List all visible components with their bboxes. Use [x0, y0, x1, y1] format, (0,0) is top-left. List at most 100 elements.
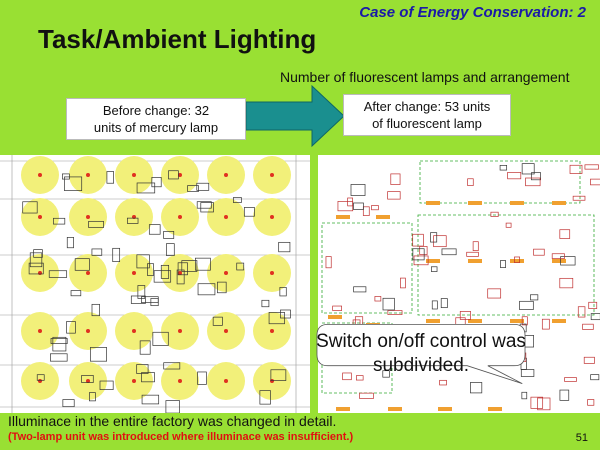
after-line-2: of fluorescent lamp: [372, 116, 482, 131]
machine-outline: [419, 246, 428, 255]
machine-outline: [431, 266, 438, 272]
machine-outline: [530, 294, 539, 301]
machine-outline: [505, 222, 512, 228]
machine-outline: [412, 248, 425, 261]
footer-note: Illuminace in the entire factory was cha…: [8, 413, 337, 429]
machine-outline: [280, 309, 291, 319]
machine-outline: [136, 364, 149, 374]
machine-outline: [350, 184, 366, 196]
callout-line-1: Switch on/off control was: [316, 331, 526, 352]
machine-outline: [181, 260, 198, 272]
machine-outline: [33, 249, 43, 258]
machine-outline: [29, 252, 43, 268]
fluorescent-lamp: [376, 215, 390, 219]
machine-outline: [559, 229, 571, 239]
machine-outline: [583, 356, 595, 364]
machine-outline: [371, 205, 379, 211]
machine-outline: [572, 195, 586, 201]
machine-outline: [88, 392, 96, 402]
machine-outline: [278, 241, 291, 253]
machine-outline: [519, 300, 534, 310]
mercury-lamp-center: [38, 379, 42, 383]
fluorescent-lamp: [468, 259, 482, 263]
machine-outline: [440, 298, 448, 309]
machine-outline: [584, 164, 599, 170]
machine-outline: [500, 260, 506, 268]
fluorescent-lamp: [510, 319, 524, 323]
machine-outline: [587, 399, 595, 406]
machine-outline: [490, 211, 499, 217]
machine-outline: [152, 331, 169, 346]
mercury-lamp-center: [178, 329, 182, 333]
machine-outline: [431, 300, 438, 310]
machine-outline: [126, 217, 139, 224]
machine-outline: [148, 224, 161, 235]
machine-outline: [530, 396, 544, 409]
machine-outline: [531, 172, 541, 181]
machine-outline: [470, 382, 483, 394]
machine-outline: [355, 375, 364, 381]
before-plan-drawing: [0, 155, 310, 414]
machine-outline: [533, 248, 545, 256]
machine-outline: [374, 296, 382, 302]
machine-outline: [136, 254, 150, 269]
mercury-lamp-center: [86, 215, 90, 219]
machine-outline: [337, 201, 354, 212]
fluorescent-lamp: [552, 259, 566, 263]
machine-outline: [541, 318, 550, 330]
machine-outline: [261, 299, 270, 308]
machine-outline: [359, 392, 374, 399]
fluorescent-lamp: [426, 201, 440, 205]
right-arrow-icon: [246, 84, 345, 148]
fluorescent-lamp: [426, 259, 440, 263]
mercury-lamp-center: [224, 215, 228, 219]
machine-outline: [590, 374, 600, 381]
machine-outline: [28, 262, 44, 275]
mercury-lamp-center: [132, 329, 136, 333]
machine-outline: [441, 248, 457, 256]
machine-outline: [112, 247, 121, 262]
fluorescent-lamp: [468, 319, 482, 323]
machine-outline: [499, 164, 508, 171]
machine-outline: [197, 283, 216, 296]
machine-layer: [22, 170, 291, 414]
mercury-lamp-center: [132, 173, 136, 177]
callout-line-2: subdivided.: [372, 355, 470, 376]
machine-outline: [590, 313, 600, 321]
machine-outline: [70, 290, 82, 297]
fluorescent-lamp: [552, 201, 566, 205]
machine-outline: [176, 269, 185, 285]
before-floor-plan: [0, 155, 310, 414]
mercury-lamp-center: [270, 329, 274, 333]
callout-text: Switch on/off control was subdivided.: [268, 330, 574, 378]
machine-outline: [62, 399, 75, 408]
machine-outline: [362, 206, 370, 216]
mercury-lamp-center: [86, 271, 90, 275]
fluorescent-lamp: [510, 201, 524, 205]
speech-bubble: [316, 323, 526, 385]
machine-outline: [130, 295, 146, 304]
machine-outline: [439, 379, 447, 386]
machine-outline: [382, 370, 390, 378]
page-number: 51: [575, 432, 588, 444]
machine-outline: [577, 306, 586, 318]
machine-outline: [88, 220, 104, 228]
machine-outline: [412, 233, 424, 247]
machine-outline: [53, 217, 66, 225]
mercury-lamp-center: [86, 173, 90, 177]
machine-outline: [217, 281, 227, 294]
machine-outline: [433, 235, 447, 248]
mercury-lamp-center: [224, 271, 228, 275]
mercury-lamp-center: [178, 379, 182, 383]
page-title: Task/Ambient Lighting: [38, 24, 317, 54]
machine-outline: [559, 277, 574, 289]
machine-outline: [196, 201, 212, 209]
mercury-lamp-center: [38, 215, 42, 219]
fluorescent-lamp: [488, 407, 502, 411]
mercury-lamp-center: [132, 379, 136, 383]
machine-outline: [48, 270, 68, 278]
machine-outline: [564, 377, 577, 382]
machine-outline: [259, 390, 271, 405]
machine-outline: [236, 262, 245, 271]
machine-outline: [99, 380, 114, 390]
